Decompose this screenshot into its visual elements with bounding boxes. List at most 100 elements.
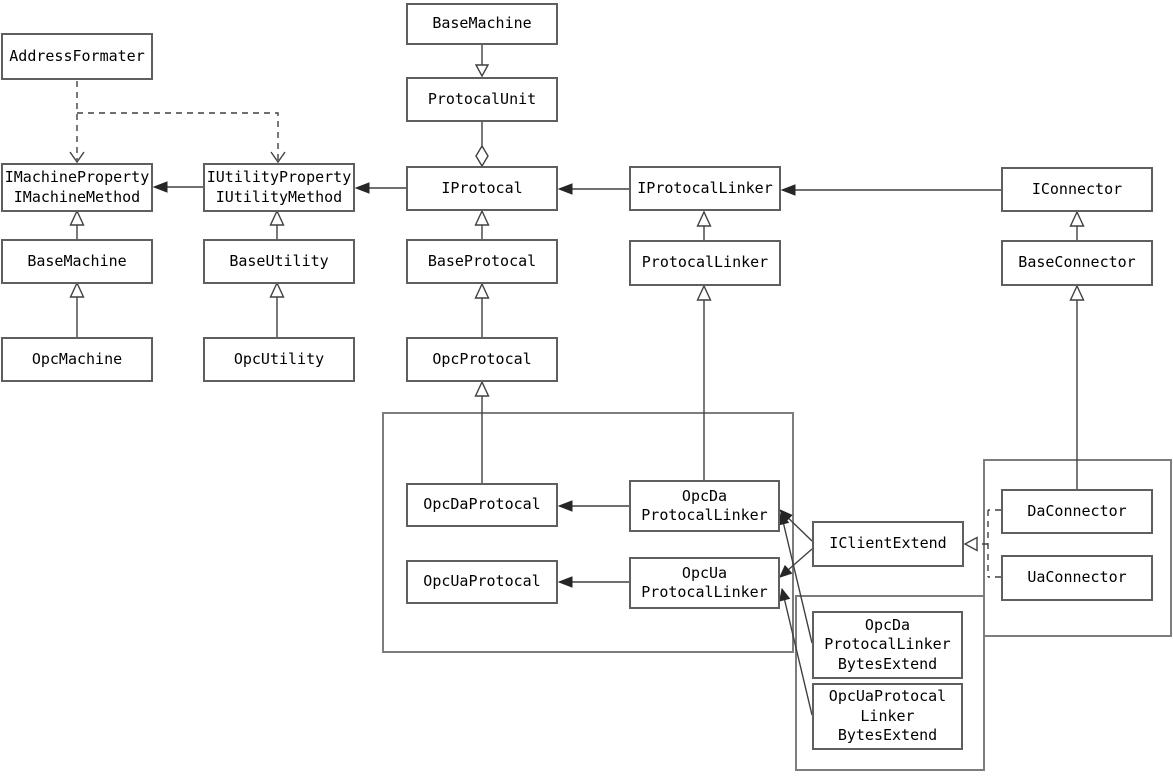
class-label: IMachineProperty [4, 168, 150, 186]
edge-addressformater-iutility-dependency [77, 112, 286, 164]
class-box-opcua-bytes-extend: OpcUaProtocal Linker BytesExtend [812, 683, 963, 750]
hollow-triangle-down-icon [474, 64, 490, 78]
class-label: IConnector [1031, 179, 1123, 198]
edge-iprotocallinker-iprotocal-association [557, 183, 629, 195]
edge-opcutility-baseutility-generalization [269, 281, 285, 337]
edge-iclientextend-opcualinker-association [779, 548, 813, 578]
hollow-triangle-icon [1069, 284, 1085, 301]
open-arrowhead-icon [270, 151, 286, 164]
edge-connectors-iclientextend-realization [963, 509, 1001, 578]
edge-protocallinker-iprotocallinker-generalization [696, 210, 712, 240]
class-label: OpcUtility [233, 349, 325, 368]
edge-opcualinker-opcuaprotocal-association [557, 576, 629, 588]
class-box-opcda-bytes-extend: OpcDa ProtocalLinker BytesExtend [812, 611, 963, 679]
hollow-triangle-icon [1069, 210, 1085, 227]
class-label: BaseProtocal [427, 251, 537, 270]
class-label: BytesExtend [837, 726, 938, 745]
group-opc-protocal-linker-container [382, 412, 794, 653]
class-label: BaseUtility [229, 251, 329, 270]
edge-protocalunit-iprotocal-aggregation [475, 122, 489, 168]
edge-iutility-imachine-association [152, 181, 203, 193]
class-box-opc-protocal: OpcProtocal [406, 337, 558, 382]
class-box-base-machine-top: BaseMachine [406, 3, 558, 45]
class-label: Linker [860, 706, 915, 725]
class-label: DaConnector [1027, 501, 1127, 520]
filled-arrowhead-icon [780, 184, 796, 196]
class-label: OpcUa [681, 563, 728, 582]
filled-arrowhead-icon [557, 576, 573, 588]
class-label: OpcDaProtocal [423, 495, 541, 514]
class-box-opc-utility: OpcUtility [203, 337, 355, 382]
class-label: BaseMachine [27, 251, 127, 270]
class-box-opcua-protocal: OpcUaProtocal [406, 560, 558, 604]
edge-baseconnector-iconnector-generalization [1069, 210, 1085, 240]
filled-arrowhead-icon [557, 500, 573, 512]
edge-baseprotocal-iprotocal-generalization [474, 209, 490, 239]
class-label: IUtilityMethod [215, 187, 343, 206]
class-box-iclient-extend: IClientExtend [812, 521, 964, 567]
edge-opcmachine-basemachine-generalization [69, 281, 85, 337]
class-box-base-protocal: BaseProtocal [406, 239, 558, 284]
class-label: BytesExtend [837, 654, 938, 673]
class-label: OpcUaProtocal [423, 572, 541, 591]
class-label: AddressFormater [9, 46, 145, 65]
class-box-ua-connector: UaConnector [1001, 555, 1153, 601]
class-label: IUtilityProperty [206, 168, 352, 186]
class-label: ProtocalLinker [641, 253, 769, 272]
edge-iprotocal-iutility-association [354, 182, 406, 194]
class-label: BaseConnector [1018, 253, 1136, 272]
class-label: IClientExtend [829, 534, 947, 553]
class-label: IProtocalLinker [637, 178, 773, 197]
hollow-triangle-icon [269, 281, 285, 298]
hollow-triangle-icon [69, 281, 85, 298]
class-box-imachine: IMachineProperty IMachineMethod [1, 163, 153, 212]
class-box-iprotocal: IProtocal [406, 166, 558, 211]
filled-arrowhead-icon [354, 182, 370, 194]
class-label: ProtocalUnit [427, 89, 537, 108]
class-label: IProtocal [441, 178, 523, 197]
hollow-triangle-icon [696, 210, 712, 227]
class-label: OpcDa [864, 615, 911, 634]
class-box-base-machine-left: BaseMachine [1, 239, 153, 284]
class-box-opc-machine: OpcMachine [1, 337, 153, 382]
edge-opcdalinker-opcdaprotocal-association [557, 500, 629, 512]
class-box-base-utility: BaseUtility [203, 239, 355, 284]
hollow-triangle-icon [696, 284, 712, 301]
class-label: BaseMachine [432, 14, 532, 33]
edge-opcdaprotocal-opcprotocal-generalization [474, 380, 490, 483]
hollow-diamond-icon [475, 144, 489, 168]
edge-baseutility-iutility-generalization [269, 209, 285, 239]
class-box-protocal-unit: ProtocalUnit [406, 77, 558, 122]
class-box-opcda-protocal: OpcDaProtocal [406, 483, 558, 527]
edge-opcprotocal-baseprotocal-generalization [474, 282, 490, 337]
hollow-triangle-icon [69, 209, 85, 226]
edge-basemachine-protocalunit [474, 45, 490, 78]
group-bytes-extend-container [795, 595, 985, 771]
hollow-triangle-icon [474, 282, 490, 299]
filled-arrowhead-icon [779, 587, 791, 602]
hollow-triangle-icon [474, 380, 490, 397]
edge-iclientextend-opcdalinker-association [778, 509, 813, 542]
class-label: ProtocalLinker [824, 635, 951, 654]
class-box-protocal-linker: ProtocalLinker [629, 240, 781, 286]
edge-basemachine-imachine-generalization [69, 209, 85, 239]
class-box-opcua-protocal-linker: OpcUa ProtocalLinker [629, 557, 780, 609]
filled-arrowhead-icon [152, 181, 168, 193]
class-label: ProtocalLinker [641, 583, 768, 601]
class-box-iconnector: IConnector [1001, 167, 1153, 212]
filled-arrowhead-icon [779, 564, 793, 578]
class-label: OpcUaProtocal [828, 687, 947, 706]
class-label: ProtocalLinker [641, 506, 768, 524]
hollow-triangle-icon [474, 209, 490, 226]
class-label: IMachineMethod [13, 187, 141, 206]
filled-arrowhead-icon [557, 183, 573, 195]
class-box-address-formater: AddressFormater [1, 33, 153, 80]
class-box-iutility: IUtilityProperty IUtilityMethod [203, 163, 355, 212]
edge-opcdabytesextend-opcdalinker-association [778, 511, 813, 644]
hollow-triangle-left-icon [963, 536, 978, 552]
class-label: OpcDa [681, 486, 728, 505]
edge-addressformater-imachine-dependency [69, 81, 85, 164]
edge-opcuabytesextend-opcualinker-association [779, 587, 813, 716]
